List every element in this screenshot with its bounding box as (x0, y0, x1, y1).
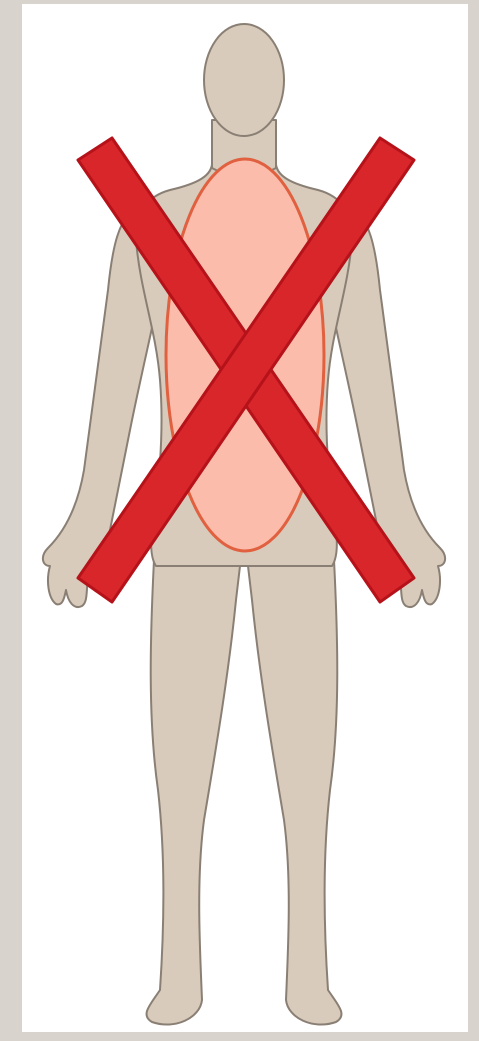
right-leg-icon (248, 560, 341, 1025)
head-icon (204, 24, 284, 136)
left-leg-icon (147, 560, 240, 1025)
